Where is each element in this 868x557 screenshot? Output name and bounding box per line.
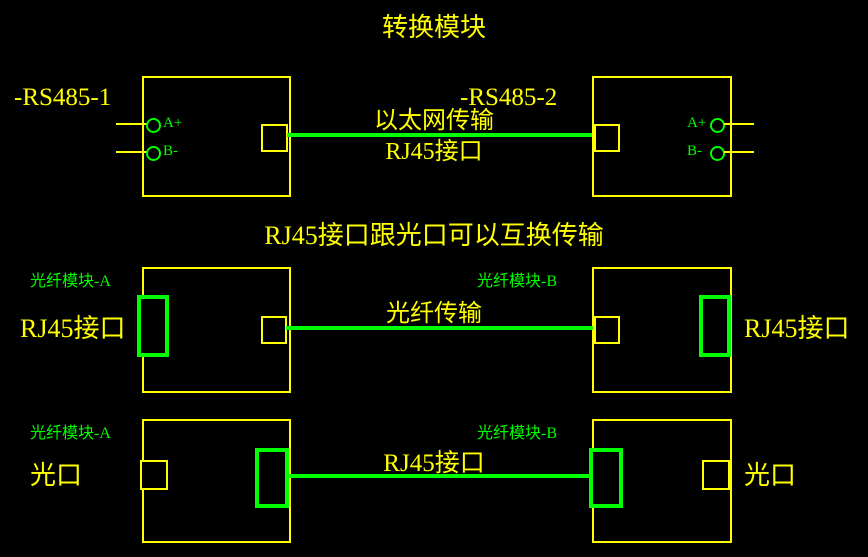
fiber-module-b-label-row3: 光纤模块-B (477, 425, 558, 442)
rj45-link-label-row3: RJ45接口 (383, 450, 485, 477)
rj45-port-rs485-1 (261, 124, 288, 152)
fiber-module-a-label-row3: 光纤模块-A (30, 425, 111, 442)
rj45-port-rs485-2 (594, 124, 620, 152)
optical-port-right-row3 (702, 460, 730, 490)
fiber-module-b-label-row2: 光纤模块-B (477, 273, 558, 290)
terminal-wire-b-left (116, 151, 150, 153)
rj45-port-highlight-left-row2 (137, 295, 169, 357)
interchange-heading: RJ45接口跟光口可以互换传输 (264, 221, 604, 250)
fiber-port-right-row2 (594, 316, 620, 344)
rj45-port-highlight-right-row2 (699, 295, 731, 357)
ethernet-connection-line (287, 133, 593, 137)
rj45-link-label: RJ45接口 (385, 139, 483, 165)
fiber-module-b-box-row2 (592, 267, 732, 393)
diagram-title: 转换模块 (381, 13, 486, 42)
terminal-circle-a-left (146, 118, 161, 133)
terminal-a-label-right: A+ (687, 115, 707, 131)
fiber-link-label: 光纤传输 (386, 301, 482, 327)
optical-port-label-right: 光口 (744, 461, 797, 490)
terminal-b-label-left: B- (163, 143, 178, 159)
ethernet-link-label: 以太网传输 (374, 108, 494, 134)
rj45-port-highlight-right-row3 (589, 448, 623, 508)
rs485-1-label: -RS485-1 (14, 84, 112, 111)
terminal-circle-b-left (146, 146, 161, 161)
rj45-port-label-left-row2: RJ45接口 (20, 314, 126, 343)
fiber-module-a-label-row2: 光纤模块-A (30, 273, 111, 290)
terminal-circle-b-right (710, 146, 725, 161)
terminal-circle-a-right (710, 118, 725, 133)
fiber-connection-line (286, 326, 593, 330)
terminal-wire-a-right (724, 123, 754, 125)
rs485-2-module-box (592, 76, 732, 197)
terminal-wire-a-left (116, 123, 150, 125)
terminal-a-label-left: A+ (163, 115, 183, 131)
fiber-port-left-row2 (261, 316, 287, 344)
rj45-port-label-right-row2: RJ45接口 (744, 314, 850, 343)
rj45-port-highlight-left-row3 (255, 448, 289, 508)
terminal-b-label-right: B- (687, 143, 702, 159)
optical-port-left-row3 (140, 460, 168, 490)
rs485-2-label: -RS485-2 (460, 84, 558, 111)
terminal-wire-b-right (724, 151, 754, 153)
optical-port-label-left: 光口 (30, 461, 83, 490)
rj45-connection-line (287, 474, 591, 478)
